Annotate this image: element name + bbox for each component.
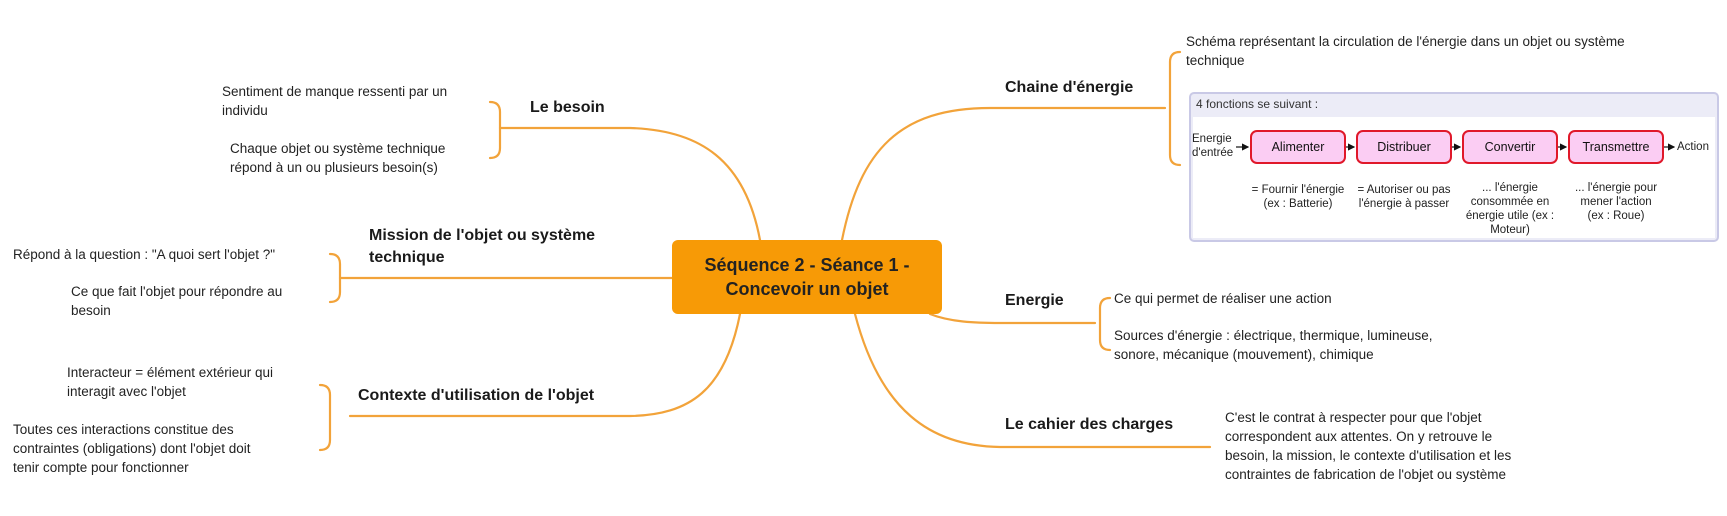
contexte-item-1-line-2: interagit avec l'objet	[67, 384, 186, 399]
energie-item-2[interactable]: Sources d'énergie : électrique, thermiqu…	[1114, 326, 1433, 364]
function-desc-convertir: ... l'énergie consommée en énergie utile…	[1450, 181, 1570, 237]
topic-energie[interactable]: Energie	[1005, 292, 1064, 309]
function-desc-alimenter-line-2: (ex : Batterie)	[1263, 198, 1333, 210]
bracket-chaine	[1168, 50, 1182, 167]
energy-input-label-line-2: d'entrée	[1192, 147, 1234, 159]
contexte-item-1-line-1: Interacteur = élément extérieur qui	[67, 365, 273, 380]
chaine-description[interactable]: Schéma représentant la circulation de l'…	[1186, 32, 1625, 70]
central-topic-line-1: Séquence 2 - Séance 1 -	[704, 255, 910, 275]
function-desc-convertir-line-2: consommée en	[1470, 196, 1550, 208]
energy-input-label: Energie d'entrée	[1192, 132, 1233, 160]
topic-chaine[interactable]: Chaine d'énergie	[1005, 79, 1134, 96]
energie-item-1-line-1: Ce qui permet de réaliser une action	[1114, 291, 1332, 306]
mission-item-2-line-2: besoin	[71, 303, 111, 318]
function-box-distribuer[interactable]: Distribuer	[1356, 130, 1452, 164]
bracket-mission	[328, 252, 342, 304]
function-desc-convertir-line-1: ... l'énergie	[1482, 182, 1538, 194]
energy-input-label-line-1: Energie	[1192, 133, 1232, 145]
topic-besoin[interactable]: Le besoin	[530, 99, 605, 116]
contexte-item-2[interactable]: Toutes ces interactions constitue des co…	[13, 420, 250, 477]
topic-mission-line-1: Mission de l'objet ou système	[369, 227, 596, 244]
link-energie	[928, 312, 1097, 325]
bracket-besoin	[488, 100, 502, 160]
energie-item-1[interactable]: Ce qui permet de réaliser une action	[1114, 289, 1332, 308]
cahier-text[interactable]: C'est le contrat à respecter pour que l'…	[1225, 408, 1511, 484]
function-desc-transmettre: ... l'énergie pour mener l'action (ex : …	[1556, 181, 1676, 223]
bracket-contexte	[318, 383, 332, 452]
link-contexte	[348, 312, 742, 418]
chaine-description-line-2: technique	[1186, 53, 1245, 68]
cahier-text-line-3: besoin, la mission, le contexte d'utilis…	[1225, 448, 1512, 463]
function-desc-transmettre-line-1: ... l'énergie pour	[1574, 182, 1658, 194]
energy-chain-heading: 4 fonctions se suivant :	[1196, 97, 1319, 111]
topic-mission[interactable]: Mission de l'objet ou système technique	[369, 225, 595, 269]
contexte-item-2-line-3: tenir compte pour fonctionner	[13, 460, 189, 475]
central-topic-line-2: Concevoir un objet	[725, 279, 889, 299]
cahier-text-line-2: correspondent aux attentes. On y retrouv…	[1225, 429, 1493, 444]
besoin-item-1-line-2: individu	[222, 103, 268, 118]
central-topic[interactable]: Séquence 2 - Séance 1 - Concevoir un obj…	[672, 240, 942, 314]
function-desc-convertir-line-4: Moteur)	[1490, 224, 1530, 236]
besoin-item-2[interactable]: Chaque objet ou système technique répond…	[230, 139, 445, 177]
function-desc-transmettre-line-2: mener l'action	[1580, 196, 1652, 208]
link-besoin	[498, 126, 762, 242]
function-box-convertir[interactable]: Convertir	[1462, 130, 1558, 164]
besoin-item-1[interactable]: Sentiment de manque ressenti par un indi…	[222, 82, 447, 120]
besoin-item-1-line-1: Sentiment de manque ressenti par un	[222, 84, 448, 99]
contexte-item-1[interactable]: Interacteur = élément extérieur qui inte…	[67, 363, 273, 401]
contexte-item-2-line-1: Toutes ces interactions constitue des	[13, 422, 234, 437]
cahier-text-line-4: contraintes de fabrication de l'objet ou…	[1225, 467, 1506, 482]
function-desc-alimenter-line-1: = Fournir l'énergie	[1251, 184, 1345, 196]
function-desc-distribuer-line-1: = Autoriser ou pas	[1357, 184, 1451, 196]
mission-item-2-line-1: Ce que fait l'objet pour répondre au	[71, 284, 283, 299]
energie-item-2-line-1: Sources d'énergie : électrique, thermiqu…	[1114, 328, 1433, 343]
function-desc-transmettre-line-3: (ex : Roue)	[1587, 210, 1645, 222]
topic-mission-line-2: technique	[369, 249, 445, 266]
function-desc-distribuer: = Autoriser ou pas l'énergie à passer	[1344, 183, 1464, 211]
besoin-item-2-line-1: Chaque objet ou système technique	[230, 141, 446, 156]
function-box-alimenter[interactable]: Alimenter	[1250, 130, 1346, 164]
mission-item-2[interactable]: Ce que fait l'objet pour répondre au bes…	[71, 282, 282, 320]
function-desc-alimenter: = Fournir l'énergie (ex : Batterie)	[1238, 183, 1358, 211]
bracket-energie	[1098, 296, 1112, 352]
energie-item-2-line-2: sonore, mécanique (mouvement), chimique	[1114, 347, 1374, 362]
function-box-transmettre[interactable]: Transmettre	[1568, 130, 1664, 164]
contexte-item-2-line-2: contraintes (obligations) dont l'objet d…	[13, 441, 251, 456]
topic-cahier[interactable]: Le cahier des charges	[1005, 416, 1174, 433]
function-desc-distribuer-line-2: l'énergie à passer	[1358, 198, 1450, 210]
besoin-item-2-line-2: répond à un ou plusieurs besoin(s)	[230, 160, 438, 175]
mission-item-1[interactable]: Répond à la question : "A quoi sert l'ob…	[13, 245, 275, 264]
link-chaine	[840, 106, 1167, 242]
link-cahier	[853, 312, 1212, 449]
mission-item-1-line-1: Répond à la question : "A quoi sert l'ob…	[13, 247, 276, 262]
cahier-text-line-1: C'est le contrat à respecter pour que l'…	[1225, 410, 1482, 425]
chaine-description-line-1: Schéma représentant la circulation de l'…	[1186, 34, 1625, 49]
energy-output-label: Action	[1677, 141, 1709, 153]
topic-contexte[interactable]: Contexte d'utilisation de l'objet	[358, 387, 595, 404]
function-desc-convertir-line-3: énergie utile (ex :	[1465, 210, 1555, 222]
